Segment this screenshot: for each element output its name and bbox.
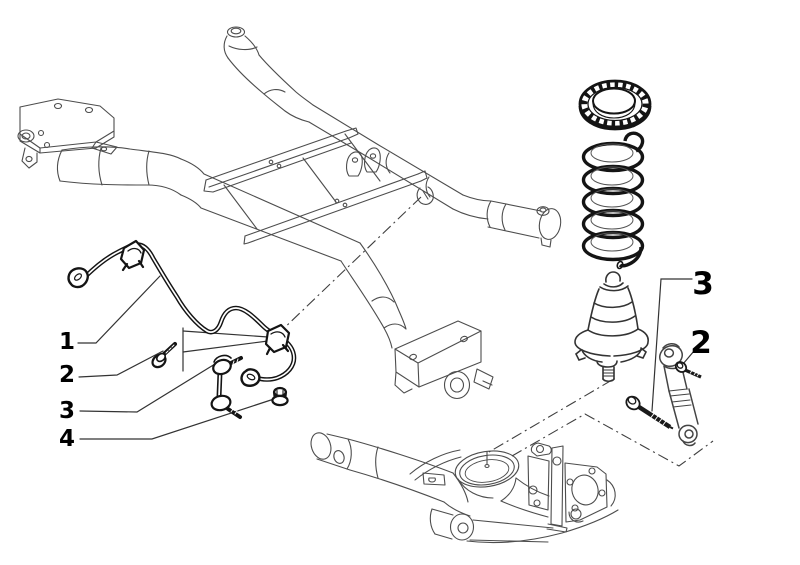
callout-left-3: 3 [59, 398, 75, 424]
leader-1 [77, 275, 161, 344]
trailing-arm-body [347, 438, 471, 517]
leader-3 [79, 363, 216, 413]
spring-seat-pan [454, 450, 520, 502]
subframe-left-tube [57, 146, 182, 196]
leader-lines [77, 275, 695, 440]
axis-bumpstop-to-seat [488, 379, 613, 453]
callout-left-1: 1 [59, 329, 75, 355]
link-flanged-nut [271, 386, 289, 407]
stabilizer-bar-left-eye [67, 267, 89, 289]
rear-subframe [17, 26, 562, 400]
trailing-arm-front-bushing [310, 432, 352, 471]
subframe-right-arm-bushing [452, 194, 562, 248]
callout-right-2: 2 [690, 325, 712, 361]
hub-backing-plate [466, 442, 619, 544]
axle-tube [429, 477, 554, 543]
stabilizer-bar [67, 239, 297, 419]
leader-right-3 [651, 278, 693, 412]
trailing-arm-hub-assembly [310, 432, 619, 544]
callout-right-3: 3 [692, 266, 714, 302]
spring-bump-stop [574, 271, 649, 383]
callout-labels: 1 2 3 4 3 2 [59, 266, 714, 452]
subframe-lower-bracket [394, 320, 494, 400]
stabilizer-clamp-bolt [151, 341, 178, 369]
shock-upper-bolt [674, 361, 702, 379]
subframe-rear-beam [308, 104, 464, 210]
axis-shock-mount [511, 413, 714, 467]
callout-left-4: 4 [59, 426, 75, 452]
subframe-front-beam [180, 158, 407, 349]
stabilizer-bushing-clamp-left [119, 239, 146, 272]
subframe-top-post [223, 26, 314, 123]
axis-stabilizer-clamp [278, 196, 422, 334]
spring-upper-seat-ring [578, 79, 652, 131]
leader-right-2 [682, 350, 695, 365]
subframe-left-mount-bracket [17, 98, 118, 169]
assembly-axis-lines [278, 196, 714, 467]
leader-1-branch-b [182, 340, 269, 353]
stabilizer-end-link [210, 354, 243, 419]
callout-left-2: 2 [59, 362, 75, 388]
leader-2 [78, 350, 164, 378]
stabilizer-bar-right-eye [240, 368, 261, 387]
leader-1-branch-a [182, 330, 269, 338]
shock-lower-long-bolt [625, 395, 674, 430]
stabilizer-bushing-clamp-right [264, 323, 291, 356]
leader-4 [79, 398, 275, 440]
subframe-crossmember [203, 127, 434, 245]
coil-spring [581, 131, 645, 270]
